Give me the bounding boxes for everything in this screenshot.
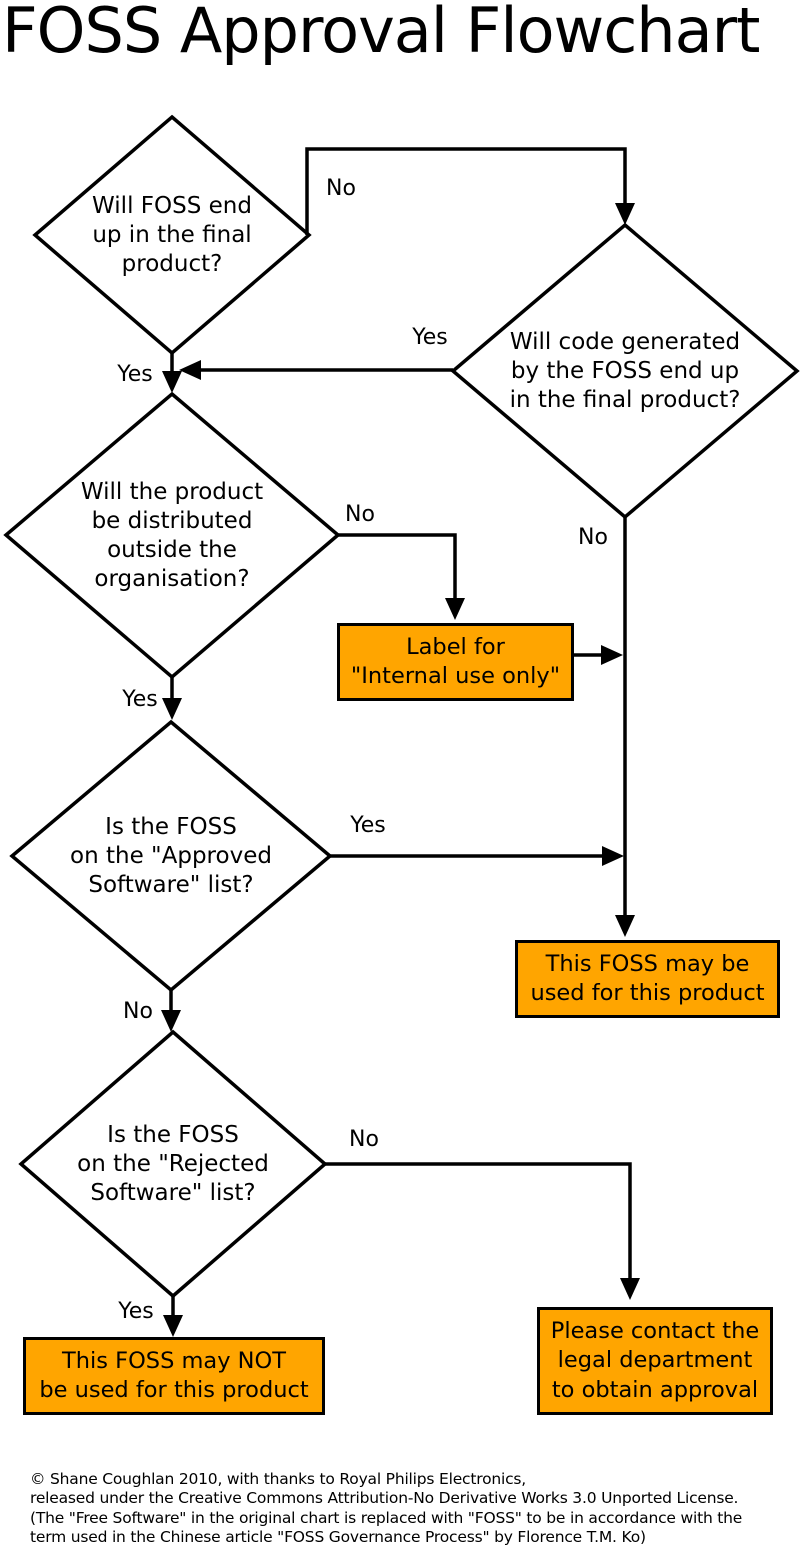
arrowhead-into-contact-legal — [620, 1278, 640, 1300]
page-title: FOSS Approval Flowchart — [2, 0, 760, 67]
arrowhead-approved-yes — [602, 846, 624, 866]
arrowhead-into-rejected-list — [161, 1010, 181, 1032]
arrowhead-internal-use-to-main — [601, 645, 623, 665]
edge-label-code-generated-no: No — [578, 525, 608, 550]
edge-label-final-product-no: No — [326, 176, 356, 201]
edge-label-code-generated-yes: Yes — [412, 325, 448, 350]
connector-final-product-no — [305, 147, 627, 235]
arrowhead-code-generated-yes — [179, 360, 201, 380]
connector-rejected-no — [325, 1162, 632, 1278]
arrowhead-into-may-be-used — [615, 915, 635, 937]
edge-label-rejected-no: No — [349, 1127, 379, 1152]
arrowhead-final-product-yes — [162, 371, 182, 393]
connector-distributed-no — [338, 533, 457, 598]
edge-label-approved-no: No — [123, 999, 153, 1024]
edge-label-distributed-no: No — [345, 502, 375, 527]
arrowhead-into-code-generated — [615, 203, 635, 225]
edge-label-final-product-yes: Yes — [117, 362, 153, 387]
arrowhead-into-internal-use — [445, 598, 465, 620]
footer-credits: © Shane Coughlan 2010, with thanks to Ro… — [30, 1470, 743, 1547]
edge-label-distributed-yes: Yes — [122, 687, 158, 712]
arrowhead-into-approved-list — [162, 698, 182, 720]
result-box-internal-use-label: Label for"Internal use only" — [337, 623, 574, 701]
edge-label-approved-yes: Yes — [350, 813, 386, 838]
edge-label-rejected-yes: Yes — [118, 1299, 154, 1324]
arrowhead-into-may-not-be-used — [163, 1315, 183, 1337]
